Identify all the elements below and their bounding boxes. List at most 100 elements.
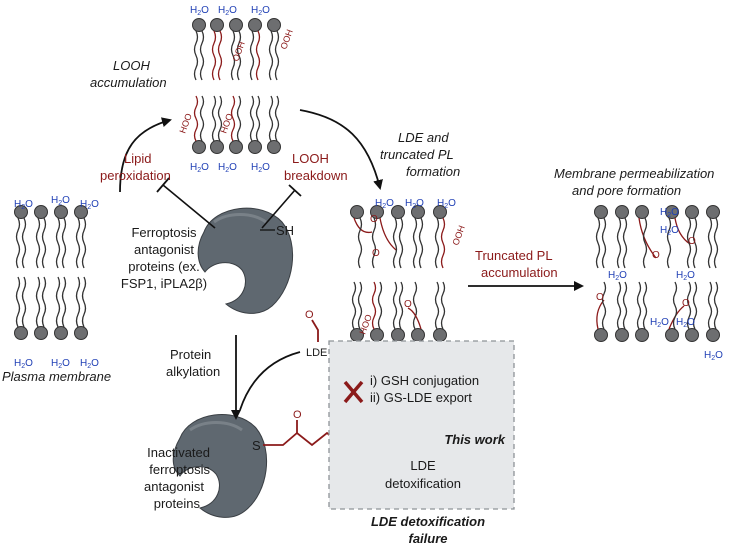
- water-label: H2O: [251, 5, 270, 17]
- lipid-tail: [55, 276, 61, 328]
- aldehyde-o: O: [372, 248, 380, 259]
- lipid-tail: [217, 95, 223, 142]
- gs-lde-export: ii) GS-LDE export: [370, 390, 472, 405]
- lipid-head: [74, 205, 88, 219]
- lipid-tail: [81, 276, 87, 328]
- lde-form-3: formation: [406, 164, 460, 179]
- lipid-head: [229, 18, 243, 32]
- detox-box: [328, 340, 515, 510]
- lipid-head: [54, 326, 68, 340]
- lipid-tail: [199, 30, 205, 81]
- lipid-head: [192, 18, 206, 32]
- lipid-head: [706, 205, 720, 219]
- hydroperoxide-tag: OOH: [278, 28, 294, 51]
- lipid-tail: [622, 217, 628, 269]
- aldehyde-o: O: [688, 236, 696, 247]
- antagonist-protein: [197, 207, 294, 314]
- arrow-lde-curve: [239, 351, 301, 411]
- aldehyde-o: O: [682, 298, 690, 309]
- water-label: H2O: [80, 199, 99, 211]
- lde-molecule: [311, 319, 319, 342]
- lipid-tail: [713, 217, 719, 269]
- lipid-tail: [274, 95, 280, 142]
- lipid-head: [433, 328, 447, 342]
- aldehyde-o: O: [596, 292, 604, 303]
- lde-fail-2: failure: [408, 531, 447, 546]
- aldehyde-o: O: [370, 214, 378, 225]
- lipid-tail: [692, 281, 698, 330]
- truncated-tail: [379, 217, 397, 251]
- lipid-tail: [199, 95, 205, 142]
- lipid-tail: [230, 95, 236, 142]
- lipid-tail: [434, 217, 440, 269]
- lipid-head: [411, 205, 425, 219]
- lde-detox-2: detoxification: [385, 476, 461, 491]
- water-label: H2O: [51, 358, 70, 370]
- lipid-tail: [707, 217, 713, 269]
- lipid-tail: [616, 217, 622, 269]
- lipid-tail: [601, 217, 607, 269]
- water-label: H2O: [660, 207, 679, 219]
- lipid-tail: [595, 217, 601, 269]
- water-label: H2O: [80, 358, 99, 370]
- lipid-tail: [41, 217, 47, 269]
- lipid-tail: [412, 217, 418, 269]
- s-label: S: [252, 438, 261, 453]
- lipid-head: [685, 205, 699, 219]
- prot-alk-1: Protein: [170, 347, 211, 362]
- lipid-tail: [35, 276, 41, 328]
- water-label: H2O: [251, 162, 270, 174]
- lipid-tail: [21, 217, 27, 269]
- lipid-head: [594, 205, 608, 219]
- lipid-head: [350, 205, 364, 219]
- lipid-tail: [236, 30, 242, 81]
- lipid-head: [411, 328, 425, 342]
- lipid-tail: [440, 281, 446, 330]
- water-label: H2O: [608, 270, 627, 282]
- arrow-breakdown: [299, 109, 383, 190]
- lipid-tail: [61, 217, 67, 269]
- water-label: H2O: [51, 195, 70, 207]
- lipid-tail: [392, 281, 398, 330]
- lipid-head: [267, 140, 281, 154]
- lipid-head: [594, 328, 608, 342]
- blocked-cross: [343, 380, 364, 404]
- lipid-head: [14, 326, 28, 340]
- lipid-tail: [686, 281, 692, 330]
- looh-accum-1: LOOH: [113, 58, 150, 73]
- lipid-tail: [41, 276, 47, 328]
- antag-4: FSP1, iPLA2β): [121, 276, 207, 291]
- lde-label: LDE: [306, 347, 327, 359]
- looh-break-1: LOOH: [292, 151, 329, 166]
- gsh-conj: i) GSH conjugation: [370, 373, 479, 388]
- lipid-tail: [75, 217, 81, 269]
- lipid-tail: [193, 95, 199, 142]
- carbonyl-o: O: [293, 409, 302, 421]
- membrane-perm-1: Membrane permeabilization: [554, 166, 714, 181]
- inact-1: Inactivated: [147, 445, 210, 460]
- water-label: H2O: [650, 317, 669, 329]
- lipid-tail: [255, 30, 261, 81]
- water-label: H2O: [190, 5, 209, 17]
- lipid-head: [248, 18, 262, 32]
- looh-accum-2: accumulation: [90, 75, 167, 90]
- lipid-perox-1: Lipid: [124, 151, 151, 166]
- prot-alk-2: alkylation: [166, 364, 220, 379]
- lipid-tail: [15, 276, 21, 328]
- lipid-tail: [236, 95, 242, 142]
- lipid-head: [74, 326, 88, 340]
- water-label: H2O: [405, 198, 424, 210]
- truncated-tail: [638, 217, 657, 259]
- lipid-tail: [418, 217, 424, 269]
- lipid-tail: [412, 281, 418, 330]
- lipid-tail: [622, 281, 628, 330]
- lipid-tail: [35, 217, 41, 269]
- lipid-tail: [357, 217, 363, 269]
- lde-fail-1: LDE detoxification: [371, 514, 485, 529]
- inhibit-line-right: [261, 189, 296, 229]
- inact-2: ferroptosis: [149, 462, 210, 477]
- lipid-tail: [636, 281, 642, 330]
- lipid-tail: [21, 276, 27, 328]
- lipid-head: [665, 205, 679, 219]
